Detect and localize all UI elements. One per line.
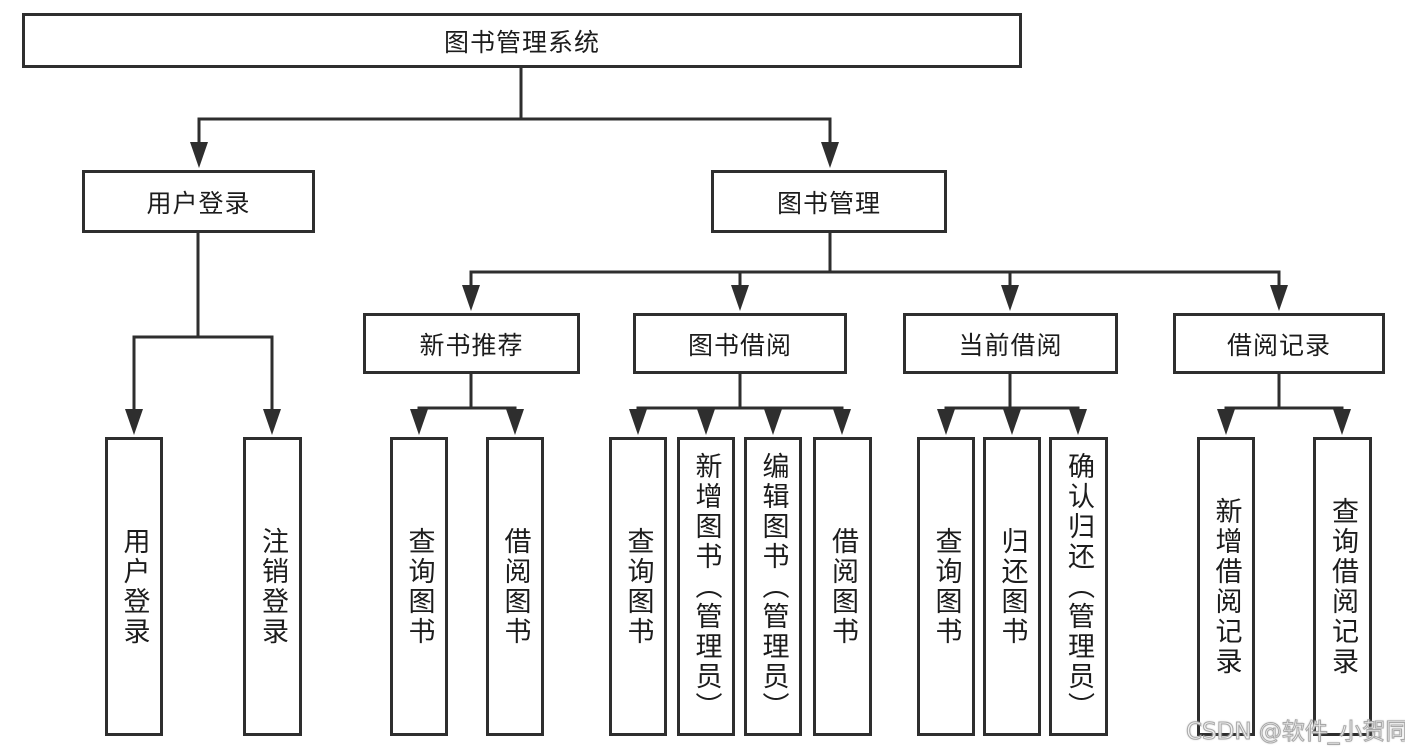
node-label: 新书推荐 <box>419 330 524 360</box>
node-label: 用户登录 <box>118 526 150 647</box>
node-borrow-records: 借阅记录 <box>1173 313 1385 374</box>
node-label: 归还图书 <box>996 526 1028 647</box>
branch-new-book-recommend <box>410 372 524 435</box>
node-label: 查询图书 <box>622 526 654 647</box>
node-label: 编辑图书（管理员） <box>757 451 789 722</box>
node-logout-action: 注销登录 <box>243 437 302 736</box>
node-user-login-action: 用户登录 <box>105 437 163 736</box>
node-label: 查询图书 <box>930 526 962 647</box>
node-label: 图书管理 <box>776 188 881 218</box>
branch-root <box>190 66 839 168</box>
node-edit-books-admin: 编辑图书（管理员） <box>744 437 802 736</box>
node-label: 新增图书（管理员） <box>690 451 722 722</box>
node-current-borrow: 当前借阅 <box>903 313 1118 374</box>
node-label: 借阅记录 <box>1226 330 1331 360</box>
node-add-books-admin: 新增图书（管理员） <box>677 437 735 736</box>
node-book-management-system: 图书管理系统 <box>22 13 1022 68</box>
node-label: 查询借阅记录 <box>1327 496 1358 677</box>
node-add-borrow-record: 新增借阅记录 <box>1197 437 1255 736</box>
node-book-management: 图书管理 <box>711 170 947 233</box>
node-borrow-books-recommend: 借阅图书 <box>486 437 544 736</box>
csdn-watermark: CSDN @软件_小贺同学 <box>1185 719 1405 746</box>
node-label: 当前借阅 <box>958 330 1063 360</box>
node-query-borrow-record: 查询借阅记录 <box>1313 437 1372 736</box>
branch-borrow-records <box>1217 372 1351 435</box>
node-label: 图书借阅 <box>687 330 792 360</box>
node-return-books: 归还图书 <box>983 437 1041 736</box>
node-query-books-current: 查询图书 <box>917 437 975 736</box>
node-confirm-return-admin: 确认归还（管理员） <box>1049 437 1108 736</box>
node-user-login: 用户登录 <box>82 170 315 233</box>
node-label: 注销登录 <box>257 526 288 647</box>
node-borrow-books-action: 借阅图书 <box>813 437 872 736</box>
node-label: 用户登录 <box>146 188 251 218</box>
node-label: 查询图书 <box>403 526 435 647</box>
node-query-books-recommend: 查询图书 <box>390 437 448 736</box>
branch-user-login <box>125 231 281 435</box>
node-label: 确认归还（管理员） <box>1063 451 1094 722</box>
node-book-borrow: 图书借阅 <box>633 313 847 374</box>
branch-book-management <box>462 231 1288 311</box>
node-label: 借阅图书 <box>499 526 531 647</box>
node-label: 新增借阅记录 <box>1210 496 1242 677</box>
branch-book-borrow <box>629 372 851 435</box>
node-label: 借阅图书 <box>827 526 858 647</box>
node-query-books-borrow: 查询图书 <box>609 437 667 736</box>
node-new-book-recommend: 新书推荐 <box>363 313 580 374</box>
node-label: 图书管理系统 <box>443 27 600 57</box>
branch-current-borrow <box>937 372 1087 435</box>
